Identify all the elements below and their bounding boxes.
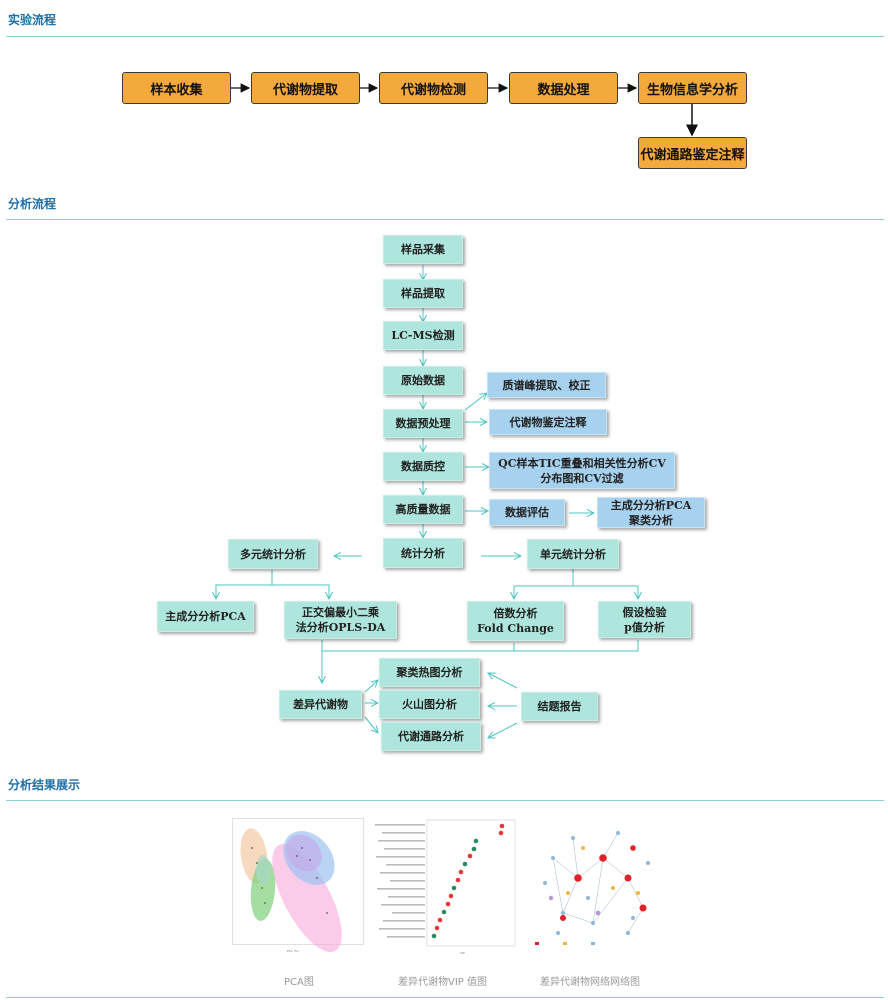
step-pathway-annotation: 代谢通路鉴定注释 [638,137,747,169]
caption-pca: PCA图 [284,977,314,988]
box-oplsda: 正交偏最小二乘 法分析OPLS-DA [284,601,397,639]
divider [6,36,884,37]
step-bioinformatics: 生物信息学分析 [638,72,747,104]
box-pca-cluster: 主成分分析PCA 聚类分析 [597,497,705,528]
step-metabolite-extraction: 代谢物提取 [251,72,360,104]
divider [6,219,884,220]
box-fold-change: 倍数分析 Fold Change [467,601,564,641]
box-report: 结题报告 [521,692,598,721]
box-statistics: 统计分析 [383,538,463,568]
vip-plot-thumbnail: VIP [372,818,517,958]
box-univariate: 单元统计分析 [527,539,619,569]
box-high-quality-data: 高质量数据 [383,495,463,524]
box-preprocessing: 数据预处理 [383,409,463,438]
step-data-processing: 数据处理 [509,72,618,104]
box-sample-extraction: 样品提取 [383,279,463,308]
box-pathway: 代谢通路分析 [381,722,481,751]
box-metabolite-annotation: 代谢物鉴定注释 [489,409,607,435]
divider [6,997,884,998]
caption-network: 差异代谢物网络网络图 [540,977,640,988]
box-heatmap: 聚类热图分析 [379,658,480,687]
box-volcano: 火山图分析 [379,690,480,719]
box-data-evaluation: 数据评估 [489,499,565,526]
box-lcms: LC-MS检测 [383,321,463,350]
box-pca: 主成分分析PCA [157,601,254,632]
divider [6,800,884,801]
box-quality-control: 数据质控 [383,452,463,481]
pca-plot-thumbnail: PC1 (%) [232,818,364,958]
box-qc-detail: QC样本TIC重叠和相关性分析CV 分布图和CV过滤 [489,452,675,489]
analysis-arrows [0,265,888,780]
box-peak-extraction: 质谱峰提取、校正 [487,372,606,398]
step-sample-collection: 样本收集 [122,72,231,104]
experiment-arrows [231,83,698,137]
network-plot-thumbnail [533,818,665,958]
box-pvalue: 假设检验 p值分析 [598,601,691,638]
box-multivariate: 多元统计分析 [228,539,318,569]
svg-text:VIP: VIP [460,951,465,955]
section-title-experiment: 实验流程 [8,13,57,27]
section-title-analysis: 分析流程 [8,197,57,211]
caption-vip: 差异代谢物VIP 值图 [398,977,487,988]
box-sample-collection: 样品采集 [383,235,463,264]
step-metabolite-detection: 代谢物检测 [379,72,488,104]
section-title-results: 分析结果展示 [8,778,81,792]
box-raw-data: 原始数据 [383,366,463,395]
box-diff-metabolites: 差异代谢物 [279,690,362,719]
svg-text:PC1 (%): PC1 (%) [287,949,299,953]
